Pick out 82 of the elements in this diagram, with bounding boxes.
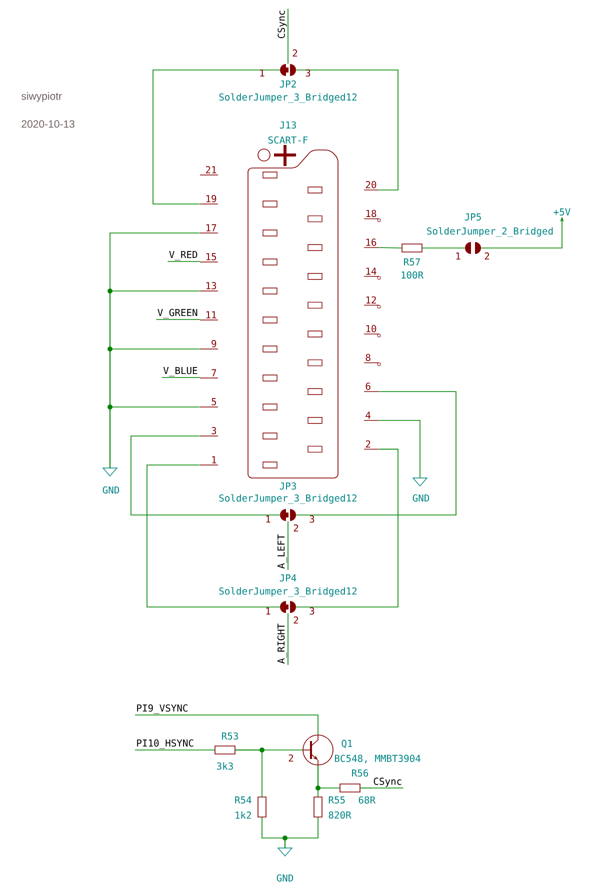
part-label: JP4 xyxy=(280,574,296,582)
part-label: GND xyxy=(102,486,120,494)
pin-number: 11 xyxy=(206,311,216,318)
pin-number: 14 xyxy=(366,268,376,275)
part-label: R55 xyxy=(328,796,345,804)
wire xyxy=(235,750,262,797)
pin-number: 12 xyxy=(366,296,376,304)
author-note: 2020-10-13 xyxy=(22,120,74,128)
pin-number: 16 xyxy=(366,238,376,246)
pin-number: 1 xyxy=(266,608,270,614)
part-label: Q1 xyxy=(342,740,352,748)
part-label: R54 xyxy=(235,796,252,804)
part-label: R57 xyxy=(404,258,420,266)
wire xyxy=(189,714,318,735)
net-label: V_RED xyxy=(167,251,200,262)
part-label: SolderJumper_2_Bridged xyxy=(427,227,553,237)
pin-number: 2 xyxy=(484,252,490,260)
wire xyxy=(378,247,402,248)
pin-number: 8 xyxy=(366,354,370,362)
net-label: A_RIGHT xyxy=(277,622,288,666)
part-label: 68R xyxy=(358,796,376,804)
pin-number: 5 xyxy=(212,398,216,406)
part-label: 1k2 xyxy=(236,811,251,819)
pin-number: 7 xyxy=(212,369,216,376)
pin-number: 2 xyxy=(294,616,298,624)
part-label: BC548, MMBT3904 xyxy=(335,754,420,764)
part-label: SCART-F xyxy=(268,136,308,144)
wire xyxy=(378,420,420,478)
pin-number: 21 xyxy=(206,166,216,174)
part-label: JP2 xyxy=(280,80,296,88)
pin-number: 3 xyxy=(310,607,314,615)
wire xyxy=(130,436,280,516)
author-note: siwypiotr xyxy=(22,92,62,102)
part-label: R56 xyxy=(352,769,368,777)
pin-number: 3 xyxy=(306,69,310,77)
pin-number: 1 xyxy=(266,516,270,522)
pin-number: 18 xyxy=(366,210,376,218)
net-label: CSync xyxy=(372,778,404,788)
part-label: JP3 xyxy=(280,482,296,490)
part-label: JP5 xyxy=(464,213,481,221)
wire xyxy=(296,70,398,190)
net-label: V_GREEN xyxy=(156,308,200,320)
pin-number: 6 xyxy=(366,382,370,390)
net-label: A_LEFT xyxy=(278,532,288,570)
pin-number: 17 xyxy=(206,224,216,232)
part-label: SolderJumper_3_Bridged12 xyxy=(219,587,357,597)
power-label: +5V xyxy=(554,208,570,216)
net-label: V_BLUE xyxy=(162,367,200,378)
pin-number: 4 xyxy=(366,412,371,419)
pin-number: 13 xyxy=(206,282,216,290)
pin-number: 19 xyxy=(206,195,216,202)
wire xyxy=(152,70,280,204)
net-label: PI10_HSYNC xyxy=(134,739,196,750)
pin-number: 1 xyxy=(212,456,216,464)
pin-number: 2 xyxy=(292,49,298,57)
pin-number: 9 xyxy=(212,340,216,348)
part-label: SolderJumper_3_Bridged12 xyxy=(219,93,357,103)
pin-number: 10 xyxy=(366,325,376,332)
part-label: SolderJumper_3_Bridged12 xyxy=(219,494,357,504)
pin-number: 2 xyxy=(288,754,294,762)
part-label: 100R xyxy=(402,271,424,279)
pin-number: 2 xyxy=(294,524,298,532)
wire xyxy=(110,406,200,468)
wire xyxy=(146,464,280,608)
pin-number: 15 xyxy=(206,253,216,260)
part-label: GND xyxy=(276,874,294,882)
net-label: CSync xyxy=(278,8,288,40)
pin-number: 1 xyxy=(260,70,264,76)
part-label: GND xyxy=(412,494,430,502)
pin-number: 3 xyxy=(310,515,314,523)
part-label: 3k3 xyxy=(216,762,233,770)
part-label: 820R xyxy=(328,811,352,819)
wire xyxy=(296,448,398,608)
wire xyxy=(296,391,456,516)
pin-number: 20 xyxy=(366,181,376,188)
part-label: R53 xyxy=(222,732,238,740)
part-label: J13 xyxy=(280,121,296,129)
pin-number: 3 xyxy=(212,427,216,434)
wire xyxy=(284,817,318,848)
pin-number: 1 xyxy=(456,252,460,260)
pin-number: 2 xyxy=(366,440,370,448)
net-label: PI9_VSYNC xyxy=(134,704,190,716)
